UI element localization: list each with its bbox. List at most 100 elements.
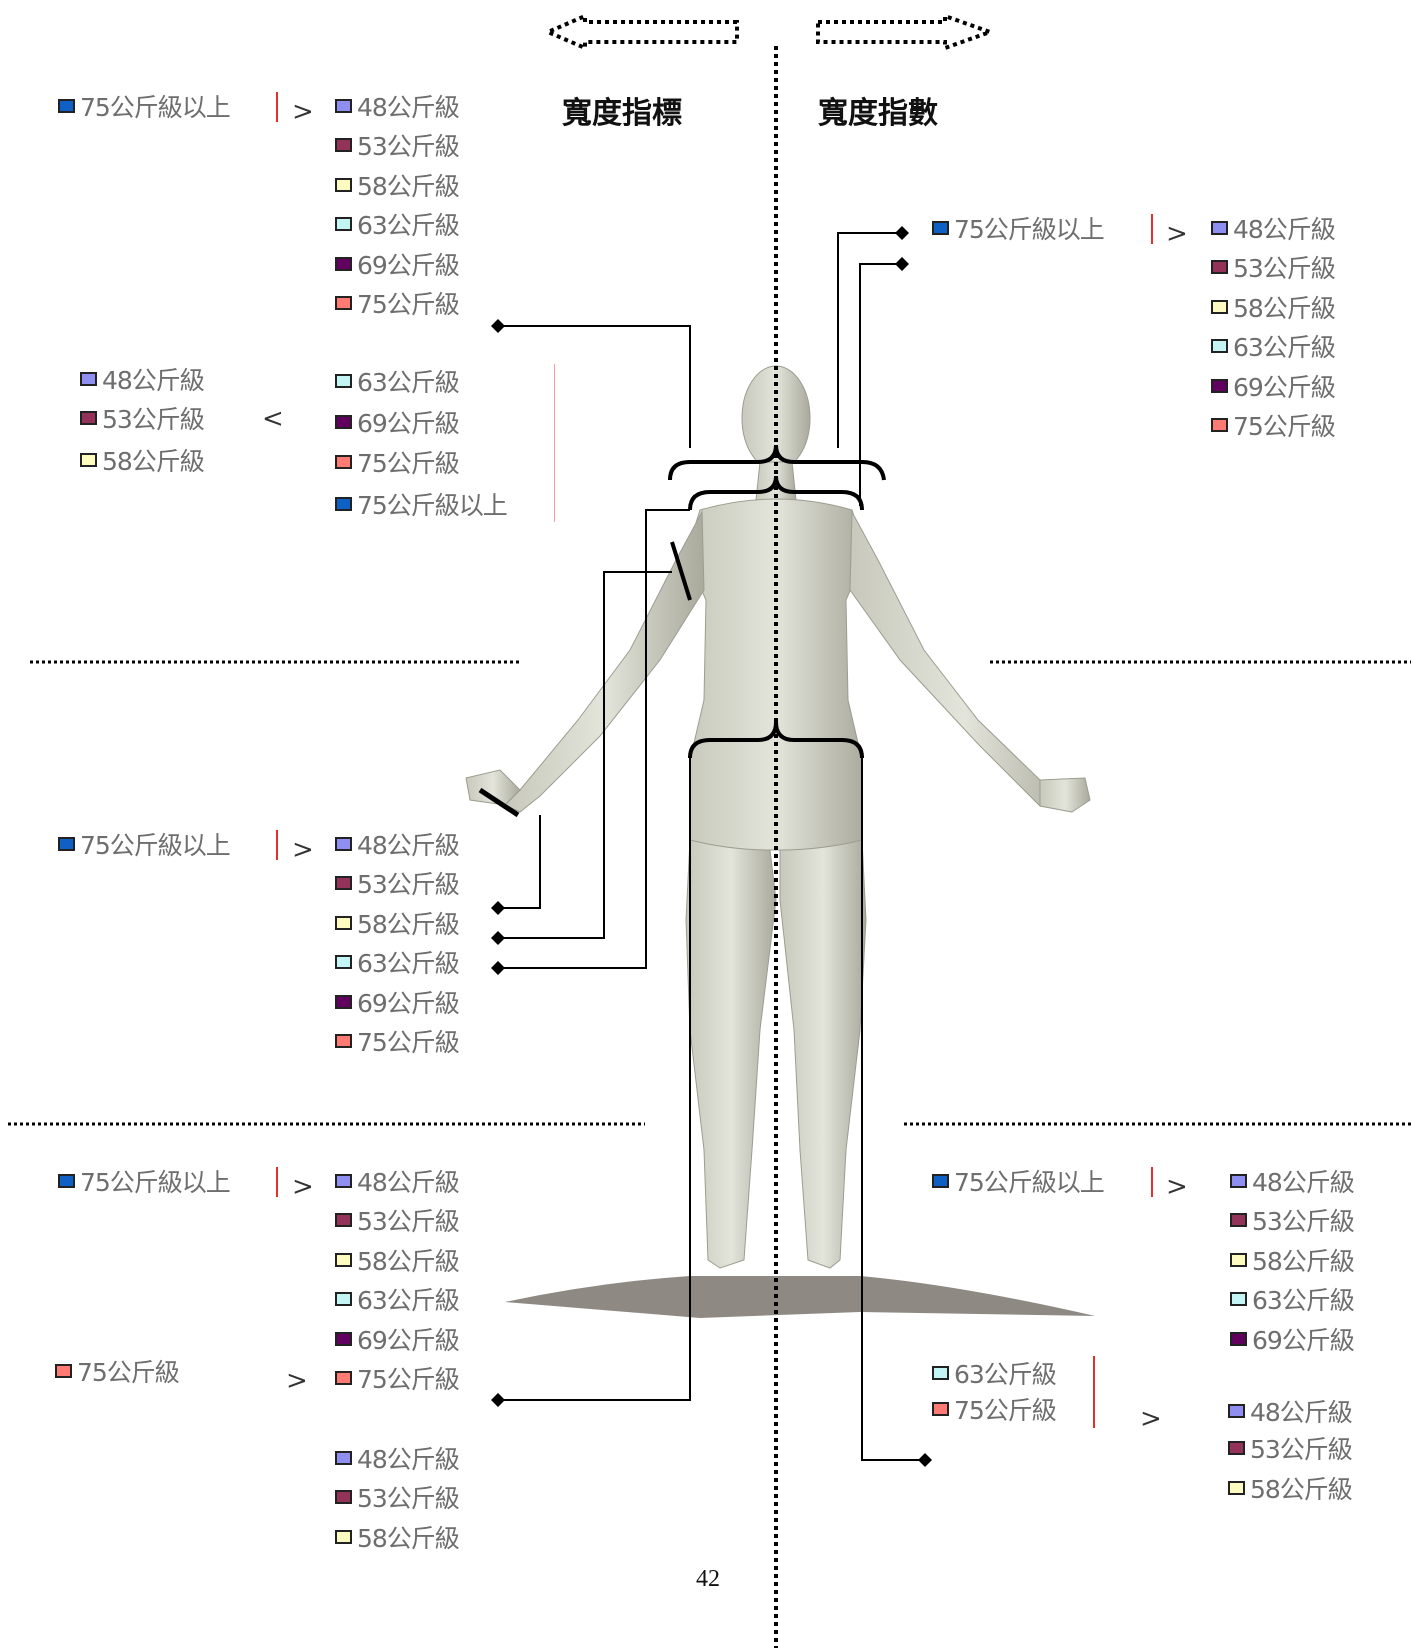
legend-item: 48公斤級 <box>1228 1396 1352 1426</box>
legend-label: 75公斤級以上 <box>954 1163 1104 1199</box>
legend-label: 75公斤級以上 <box>357 486 507 522</box>
ground-shadow <box>505 1276 1095 1318</box>
color-swatch <box>1211 379 1228 393</box>
connector-dot <box>491 961 505 975</box>
legend-item: 75公斤級以上 <box>932 1166 1104 1196</box>
legend-label: 48公斤級 <box>1252 1163 1354 1199</box>
legend-item: 63公斤級 <box>1230 1284 1354 1314</box>
connector-dot <box>918 1453 932 1467</box>
legend-label: 63公斤級 <box>1252 1281 1354 1317</box>
connector-dot <box>491 931 505 945</box>
legend-item: 48公斤級 <box>1230 1166 1354 1196</box>
legend-label: 53公斤級 <box>1250 1430 1352 1466</box>
legend-item: 75公斤級以上 <box>335 489 507 519</box>
color-swatch <box>335 1490 352 1504</box>
legend-label: 58公斤級 <box>102 442 204 478</box>
color-swatch <box>335 138 352 152</box>
legend-item: 69公斤級 <box>1230 1324 1354 1354</box>
color-swatch <box>1211 300 1228 314</box>
legend-item: 63公斤級 <box>335 366 459 396</box>
color-swatch <box>1230 1174 1247 1188</box>
color-swatch <box>1230 1253 1247 1267</box>
legend-label: 48公斤級 <box>357 1163 459 1199</box>
legend-label: 75公斤級以上 <box>80 88 230 124</box>
legend-label: 69公斤級 <box>357 404 459 440</box>
legend-label: 63公斤級 <box>357 1281 459 1317</box>
connector-dot <box>895 257 909 271</box>
color-swatch <box>335 837 352 851</box>
legend-item: 48公斤級 <box>335 91 459 121</box>
legend-label: 75公斤級以上 <box>954 210 1104 246</box>
width-index-heading: 寬度指數 <box>818 88 938 132</box>
legend-item: 75公斤級 <box>335 288 459 318</box>
legend-item: 69公斤級 <box>335 407 459 437</box>
legend-label: 53公斤級 <box>357 1202 459 1238</box>
legend-item: 58公斤級 <box>1230 1245 1354 1275</box>
right-arrow-icon <box>818 16 990 48</box>
color-swatch <box>1211 418 1228 432</box>
legend-label: 48公斤級 <box>357 88 459 124</box>
color-swatch <box>335 1034 352 1048</box>
color-swatch <box>335 99 352 113</box>
legend-item: 63公斤級 <box>335 1284 459 1314</box>
legend-label: 75公斤級 <box>954 1391 1056 1427</box>
comparison-operator: < <box>262 404 284 434</box>
comparison-operator: > <box>1166 1172 1188 1202</box>
comparison-operator: > <box>1166 219 1188 249</box>
legend-label: 48公斤級 <box>357 1440 459 1476</box>
legend-label: 53公斤級 <box>357 865 459 901</box>
color-swatch <box>932 1402 949 1416</box>
legend-label: 63公斤級 <box>1233 328 1335 364</box>
legend-item: 48公斤級 <box>335 829 459 859</box>
legend-item: 75公斤級 <box>335 1026 459 1056</box>
legend-label: 69公斤級 <box>357 984 459 1020</box>
connector-dot <box>491 319 505 333</box>
color-swatch <box>1230 1292 1247 1306</box>
legend-item: 58公斤級 <box>335 1245 459 1275</box>
color-swatch <box>1228 1441 1245 1455</box>
comparison-operator: > <box>1140 1404 1162 1434</box>
legend-item: 58公斤級 <box>335 908 459 938</box>
color-swatch <box>335 374 352 388</box>
legend-label: 53公斤級 <box>102 400 204 436</box>
red-separator <box>1151 1167 1153 1197</box>
legend-item: 58公斤級 <box>80 445 204 475</box>
legend-label: 48公斤級 <box>357 826 459 862</box>
legend-label: 75公斤級 <box>357 1360 459 1396</box>
connector-dot <box>491 1393 505 1407</box>
legend-item: 53公斤級 <box>1230 1205 1354 1235</box>
legend-label: 75公斤級 <box>357 1023 459 1059</box>
legend-item: 63公斤級 <box>932 1358 1056 1388</box>
connector-wrist <box>498 815 540 908</box>
legend-item: 75公斤級以上 <box>58 91 230 121</box>
color-swatch <box>335 1371 352 1385</box>
legend-item: 58公斤級 <box>1228 1473 1352 1503</box>
color-swatch <box>335 1213 352 1227</box>
legend-item: 69公斤級 <box>335 987 459 1017</box>
legend-item: 75公斤級以上 <box>58 829 230 859</box>
legend-label: 58公斤級 <box>1250 1470 1352 1506</box>
legend-label: 69公斤級 <box>357 1321 459 1357</box>
color-swatch <box>932 1366 949 1380</box>
legend-label: 63公斤級 <box>357 363 459 399</box>
legend-item: 75公斤級 <box>335 1363 459 1393</box>
color-swatch <box>335 876 352 890</box>
legend-label: 48公斤級 <box>102 361 204 397</box>
color-swatch <box>1230 1213 1247 1227</box>
color-swatch <box>335 455 352 469</box>
color-swatch <box>335 1253 352 1267</box>
red-separator <box>1093 1356 1095 1428</box>
red-separator <box>1151 214 1153 244</box>
legend-label: 75公斤級以上 <box>80 1163 230 1199</box>
legend-item: 48公斤級 <box>1211 213 1335 243</box>
color-swatch <box>335 955 352 969</box>
legend-label: 69公斤級 <box>1252 1321 1354 1357</box>
connector-head-right <box>838 233 902 448</box>
legend-item: 53公斤級 <box>1228 1433 1352 1463</box>
color-swatch <box>335 1332 352 1346</box>
legend-label: 63公斤級 <box>954 1355 1056 1391</box>
color-swatch <box>1228 1404 1245 1418</box>
legend-item: 69公斤級 <box>335 1324 459 1354</box>
color-swatch <box>335 178 352 192</box>
